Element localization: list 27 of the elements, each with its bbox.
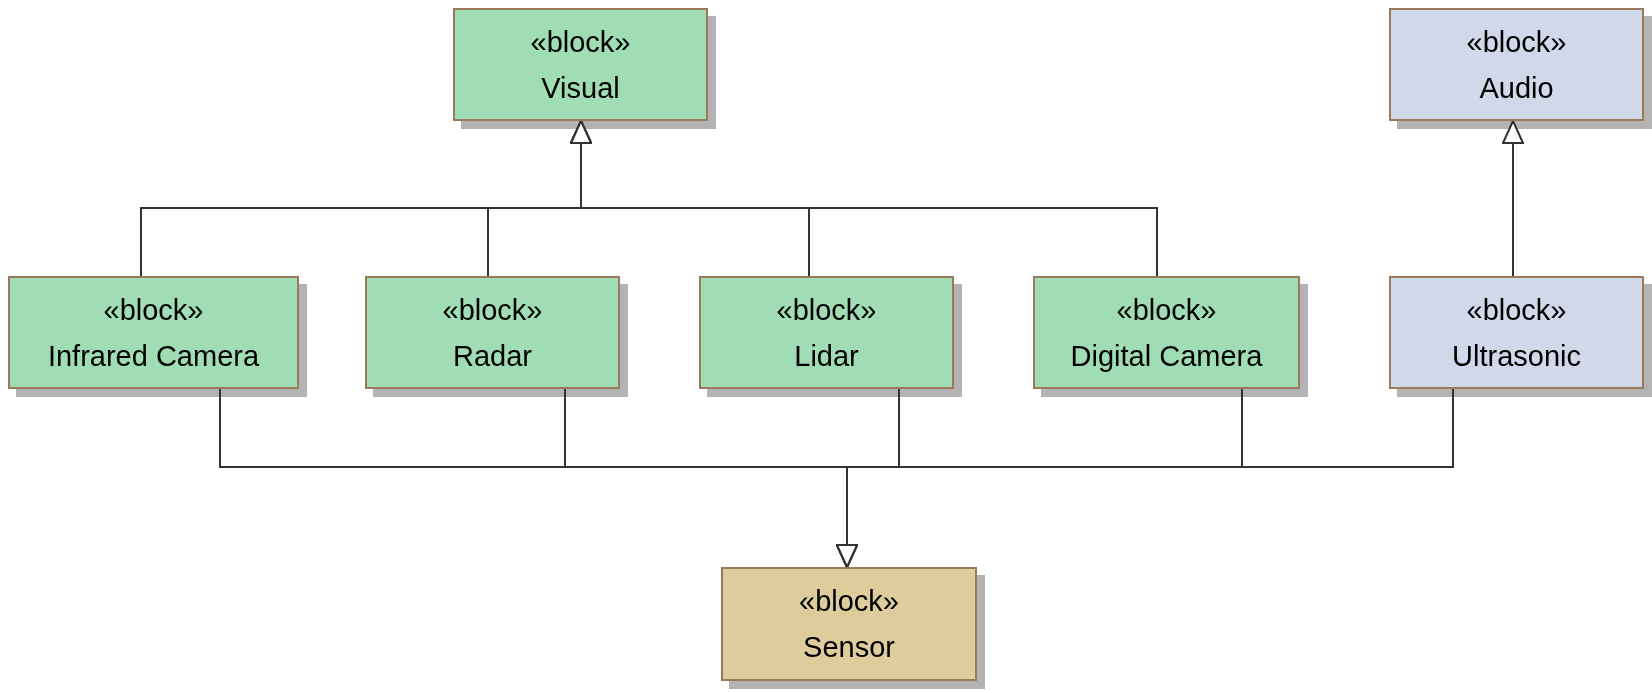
generalization-arrow [1502, 120, 1524, 277]
stereotype-label: «block» [1116, 293, 1217, 326]
block-name: Infrared Camera [47, 339, 260, 372]
stereotype-label: «block» [799, 585, 899, 617]
block-name: Lidar [794, 339, 859, 372]
block-name: Audio [1479, 71, 1554, 104]
block-box [453, 8, 708, 121]
block-box [721, 567, 977, 681]
stereotype-label: «block» [776, 293, 877, 326]
block-box [1389, 8, 1644, 121]
block-name: Sensor [803, 631, 895, 663]
stereotype-label: «block» [1466, 293, 1567, 326]
block-name: Visual [541, 71, 620, 104]
stereotype-label: «block» [442, 293, 543, 326]
block-box [1033, 276, 1300, 389]
block-box [699, 276, 954, 389]
block-box [8, 276, 299, 389]
generalization-arrow [836, 388, 1454, 568]
block-name: Ultrasonic [1452, 339, 1581, 372]
generalization-arrow [570, 120, 1158, 277]
stereotype-label: «block» [103, 293, 204, 326]
block-name: Digital Camera [1070, 339, 1263, 372]
block-box [365, 276, 620, 389]
block-name: Radar [453, 339, 532, 372]
stereotype-label: «block» [530, 25, 631, 58]
block-box [1389, 276, 1644, 389]
stereotype-label: «block» [1466, 25, 1567, 58]
